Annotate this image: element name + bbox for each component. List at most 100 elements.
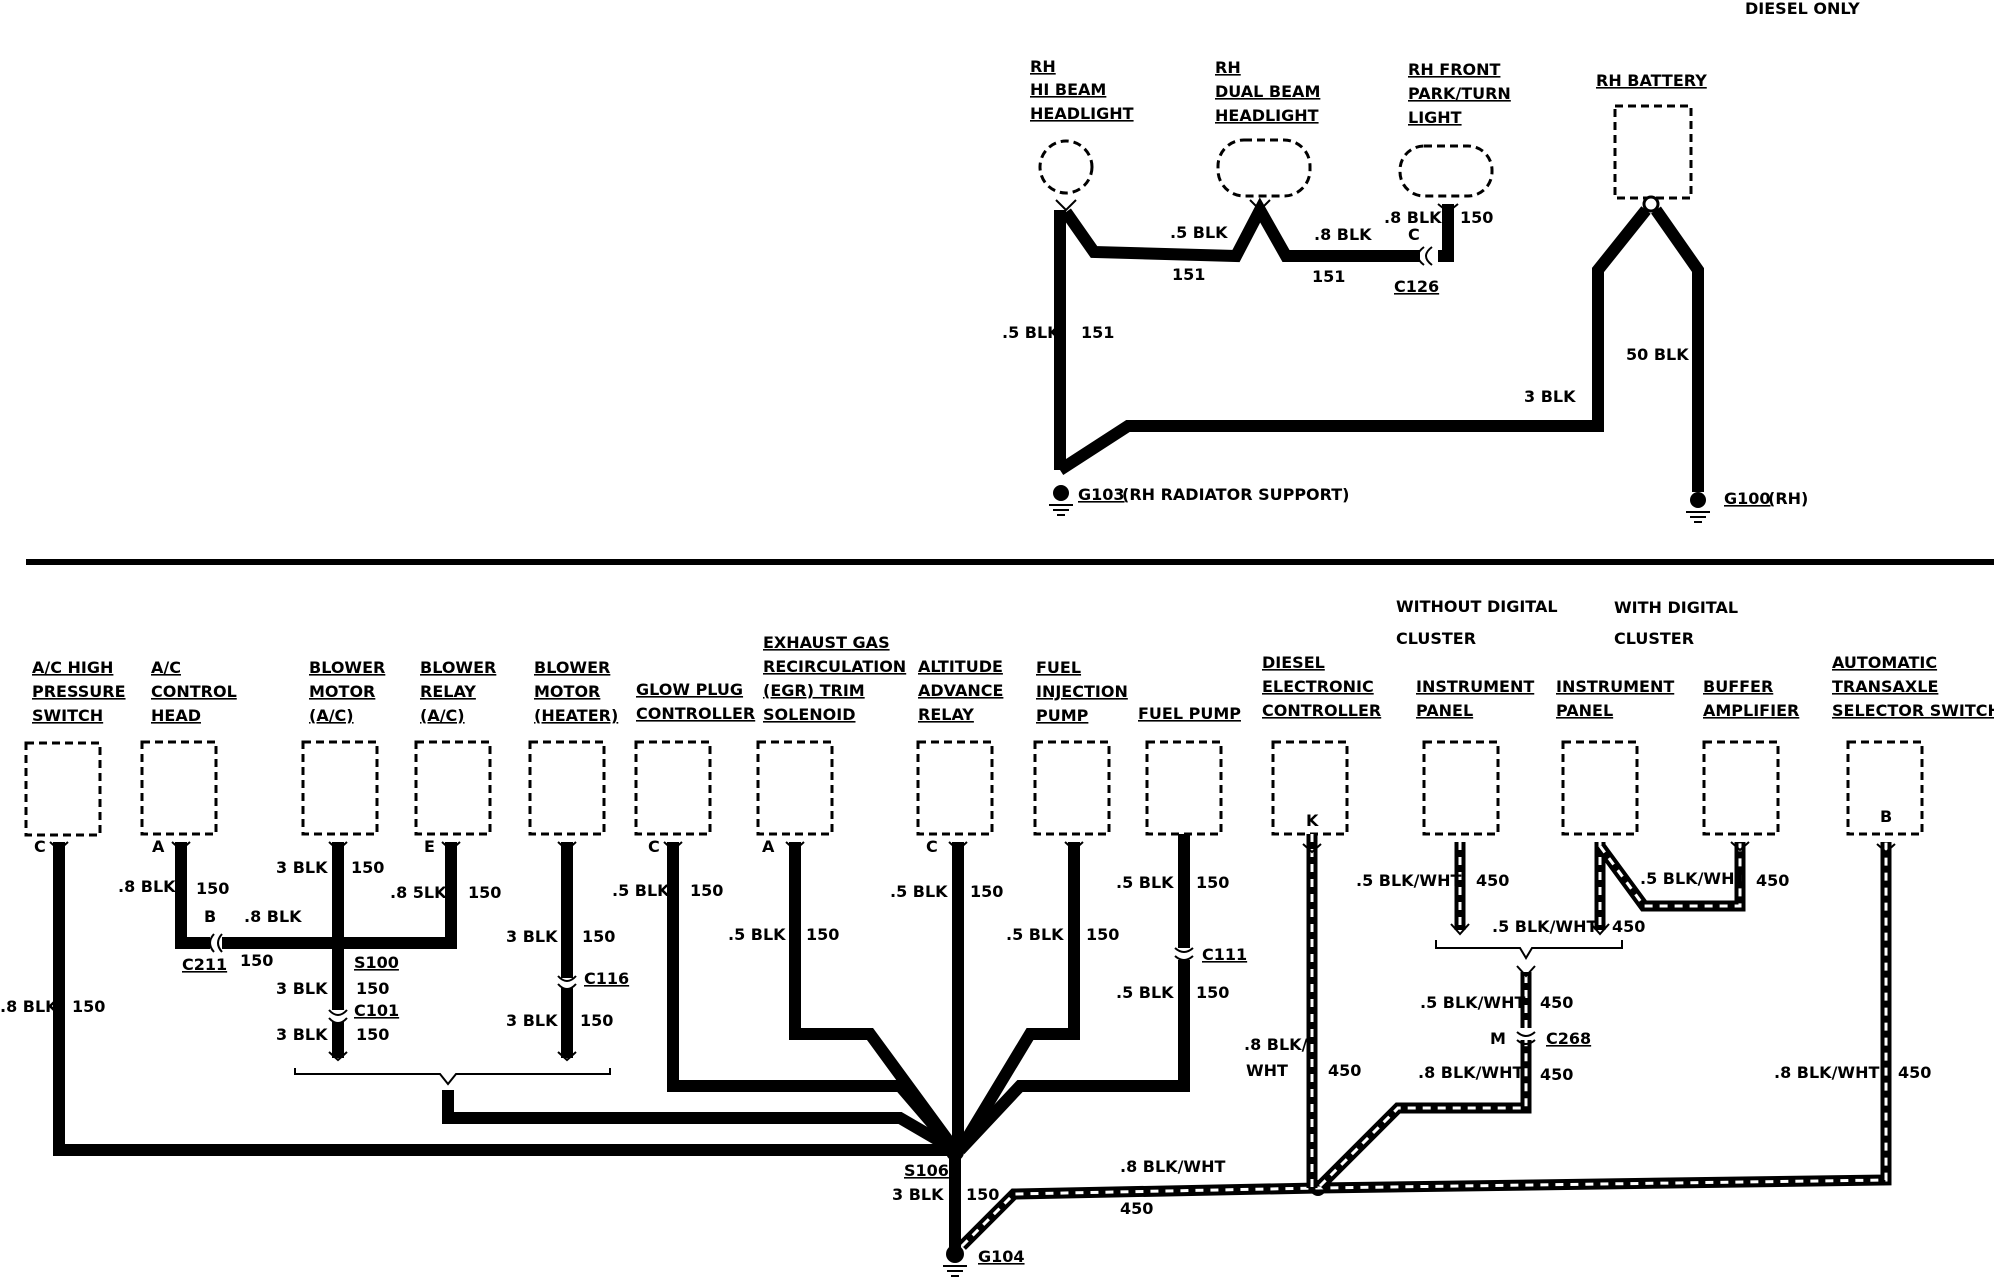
- altitude-label-1: ALTITUDE: [918, 657, 1003, 676]
- wire-label-w4-gauge: .8 BLK: [1384, 208, 1442, 227]
- c101-gauge-upper: 3 BLK: [276, 979, 328, 998]
- heater-gauge-lower: 3 BLK: [506, 1011, 558, 1030]
- ac-ctrl-label-3: HEAD: [151, 706, 201, 725]
- diesel-gauge-1: .8 BLK/: [1244, 1035, 1308, 1054]
- heater-circuit-upper: 150: [582, 927, 615, 946]
- ground-bw-circuit: 450: [1120, 1199, 1153, 1218]
- rh-hi-beam-headlight: RH HI BEAM HEADLIGHT: [1030, 57, 1134, 195]
- fuel-inj-circuit: 150: [1086, 925, 1119, 944]
- g104-circuit: 150: [966, 1185, 999, 1204]
- pin-trans: B: [1880, 807, 1892, 826]
- egr-circuit: 150: [806, 925, 839, 944]
- egr-label-2: RECIRCULATION: [763, 657, 906, 676]
- ip-without-circuit: 450: [1476, 871, 1509, 890]
- c268-circuit-upper: 450: [1540, 993, 1573, 1012]
- fuel-pump-gauge-upper: .5 BLK: [1116, 873, 1174, 892]
- blower-ac-label-1: BLOWER: [309, 658, 385, 677]
- glow-plug-label-1: GLOW PLUG: [636, 680, 743, 699]
- fuel-inj-gauge: .5 BLK: [1006, 925, 1064, 944]
- g104-gauge: 3 BLK: [892, 1185, 944, 1204]
- g103-ground: G103 (RH RADIATOR SUPPORT): [1049, 485, 1349, 516]
- heater-gauge-upper: 3 BLK: [506, 927, 558, 946]
- battery-negative-label: 3 BLK: [1524, 387, 1576, 406]
- wire-label-w3-gauge: .8 BLK: [1314, 225, 1372, 244]
- g100-desc: (RH): [1768, 489, 1808, 508]
- dual-beam-label-3: HEADLIGHT: [1215, 106, 1319, 125]
- black-wires: [49, 834, 1194, 1250]
- ground-bw-gauge: .8 BLK/WHT: [1120, 1157, 1225, 1176]
- diesel-ctrl-label-1: DIESEL: [1262, 653, 1325, 672]
- glow-plug-gauge: .5 BLK: [612, 881, 670, 900]
- wire-label-w4-circuit: 150: [1460, 208, 1493, 227]
- blower-ac-label-3: (A/C): [309, 706, 354, 725]
- blower-relay-gauge: .8 5LK: [390, 883, 447, 902]
- pin-diesel-ctrl: K: [1306, 811, 1319, 830]
- blower-heater-label-1: BLOWER: [534, 658, 610, 677]
- trans-circuit: 450: [1898, 1063, 1931, 1082]
- ac-ctrl-gauge: .8 BLK: [118, 877, 176, 896]
- ac-ctrl-label-2: CONTROL: [151, 682, 237, 701]
- trans-label-1: AUTOMATIC: [1832, 653, 1937, 672]
- blower-relay-label-3: (A/C): [420, 706, 465, 725]
- ac-ctrl-circuit: 150: [196, 879, 229, 898]
- glow-plug-label-2: CONTROLLER: [636, 704, 755, 723]
- c268-pin: M: [1490, 1029, 1506, 1048]
- ac-high-label-1: A/C HIGH: [32, 658, 113, 677]
- component-boxes: [24, 740, 1924, 837]
- buffer-label-2: AMPLIFIER: [1703, 701, 1799, 720]
- wire-label-w3-circuit: 151: [1312, 267, 1345, 286]
- altitude-label-2: ADVANCE: [918, 681, 1003, 700]
- diesel-circuit: 450: [1328, 1061, 1361, 1080]
- with-digital-heading-1: WITH DIGITAL: [1614, 598, 1738, 617]
- pin-glow-plug: C: [648, 837, 660, 856]
- c211-gauge: .8 BLK: [244, 907, 302, 926]
- s100-splice: [330, 935, 346, 951]
- without-digital-heading-1: WITHOUT DIGITAL: [1396, 597, 1558, 616]
- ac-high-gauge: .8 BLK: [0, 997, 58, 1016]
- fuel-inj-label-1: FUEL: [1036, 658, 1081, 677]
- c211-circuit: 150: [240, 951, 273, 970]
- pin-ac-high: C: [34, 837, 46, 856]
- ip-with-label-2: PANEL: [1556, 701, 1613, 720]
- ip-without-gauge: .5 BLK/WHT: [1356, 871, 1461, 890]
- top-wiring: [1054, 197, 1704, 492]
- wire-label-w2-circuit: 151: [1172, 265, 1205, 284]
- c268-circuit-lower: 450: [1540, 1065, 1573, 1084]
- diesel-gauge-2: WHT: [1246, 1061, 1288, 1080]
- buffer-gauge: .5 BLK/WHT: [1640, 869, 1745, 888]
- diesel-ctrl-label-2: ELECTRONIC: [1262, 677, 1374, 696]
- park-turn-label-3: LIGHT: [1408, 108, 1462, 127]
- s106-splice: [946, 1143, 964, 1161]
- c268-gauge-lower: .8 BLK/WHT: [1418, 1063, 1523, 1082]
- blower-ac-circuit: 150: [351, 858, 384, 877]
- s106-label: S106: [904, 1161, 949, 1180]
- diagram-title: DIESEL ONLY: [1745, 0, 1860, 18]
- wire-label-w1-gauge: .5 BLK: [1002, 323, 1060, 342]
- egr-label-3: (EGR) TRIM: [763, 681, 865, 700]
- g100-ground: G100 (RH): [1686, 489, 1808, 523]
- trans-gauge: .8 BLK/WHT: [1774, 1063, 1879, 1082]
- fuel-pump-label: FUEL PUMP: [1138, 704, 1241, 723]
- glow-plug-circuit: 150: [690, 881, 723, 900]
- rh-dual-beam-headlight: RH DUAL BEAM HEADLIGHT: [1215, 58, 1320, 198]
- altitude-circuit: 150: [970, 882, 1003, 901]
- pin-egr: A: [762, 837, 775, 856]
- trans-label-2: TRANSAXLE: [1832, 677, 1938, 696]
- c101-gauge-lower: 3 BLK: [276, 1025, 328, 1044]
- buffer-circuit: 450: [1756, 871, 1789, 890]
- buffer-label-1: BUFFER: [1703, 677, 1773, 696]
- blower-heater-label-3: (HEATER): [534, 706, 618, 725]
- ip-with-gauge: .5 BLK/WHT: [1492, 917, 1597, 936]
- without-digital-heading-2: CLUSTER: [1396, 629, 1476, 648]
- c268-gauge-upper: .5 BLK/WHT: [1420, 993, 1525, 1012]
- blower-heater-label-2: MOTOR: [534, 682, 600, 701]
- ip-with-label-1: INSTRUMENT: [1556, 677, 1674, 696]
- rh-front-park-turn-light: RH FRONT PARK/TURN LIGHT: [1398, 60, 1511, 198]
- c126-pin-label: C: [1408, 225, 1420, 244]
- c268-label: C268: [1546, 1029, 1591, 1048]
- g103-label: G103: [1078, 485, 1125, 504]
- c126-label: C126: [1394, 277, 1439, 296]
- trans-label-3: SELECTOR SWITCH: [1832, 701, 1994, 720]
- c101-circuit-upper: 150: [356, 979, 389, 998]
- c116-label: C116: [584, 969, 629, 988]
